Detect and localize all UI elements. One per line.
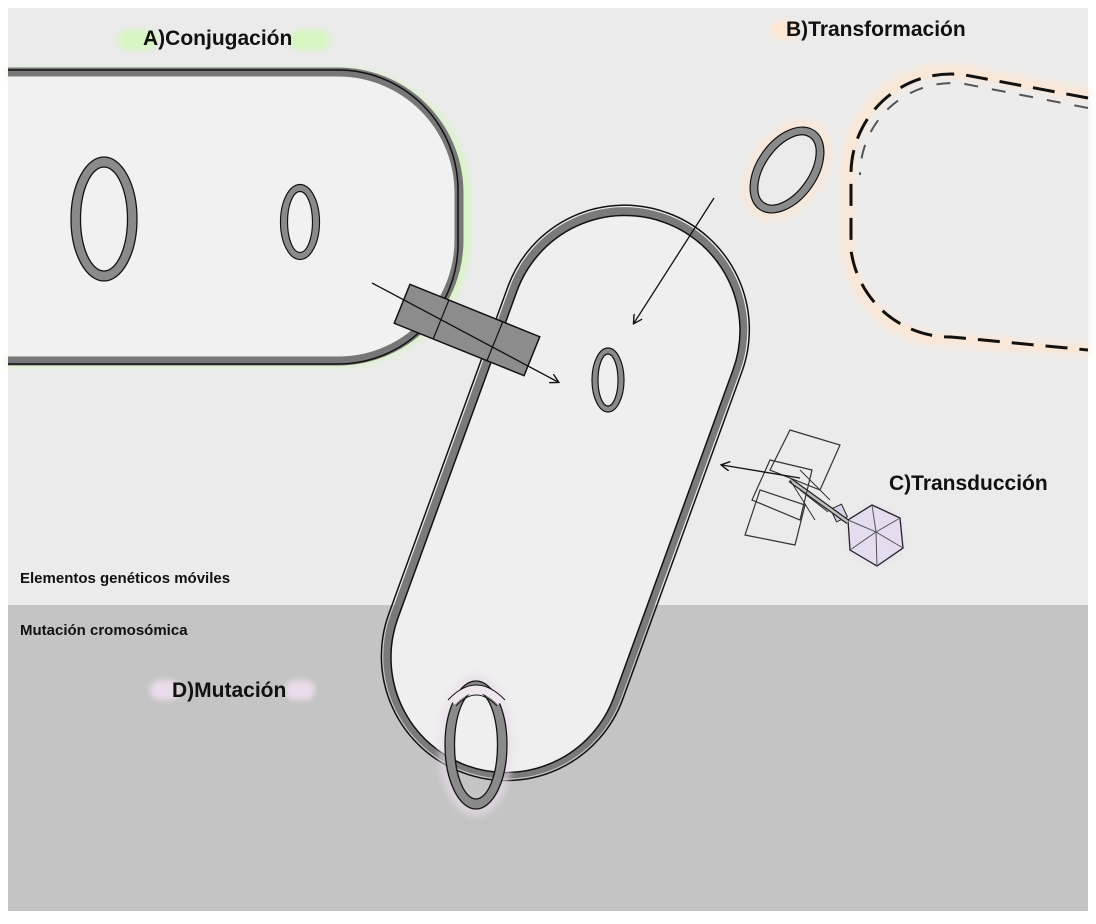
mutation-label-highlight-end <box>285 680 315 700</box>
label-transformation: B)Transformación <box>786 18 966 42</box>
lysed-cell-glow <box>848 71 1088 350</box>
zone-label-chromosomal-mutation: Mutación cromosómica <box>20 622 188 639</box>
label-transduction: C)Transducción <box>889 472 1048 496</box>
zone-label-mobile-elements: Elementos genéticos móviles <box>20 570 230 587</box>
conjugation-label-highlight-end <box>290 30 330 50</box>
label-conjugation: A)Conjugación <box>143 27 292 51</box>
label-mutation: D)Mutación <box>172 679 286 703</box>
